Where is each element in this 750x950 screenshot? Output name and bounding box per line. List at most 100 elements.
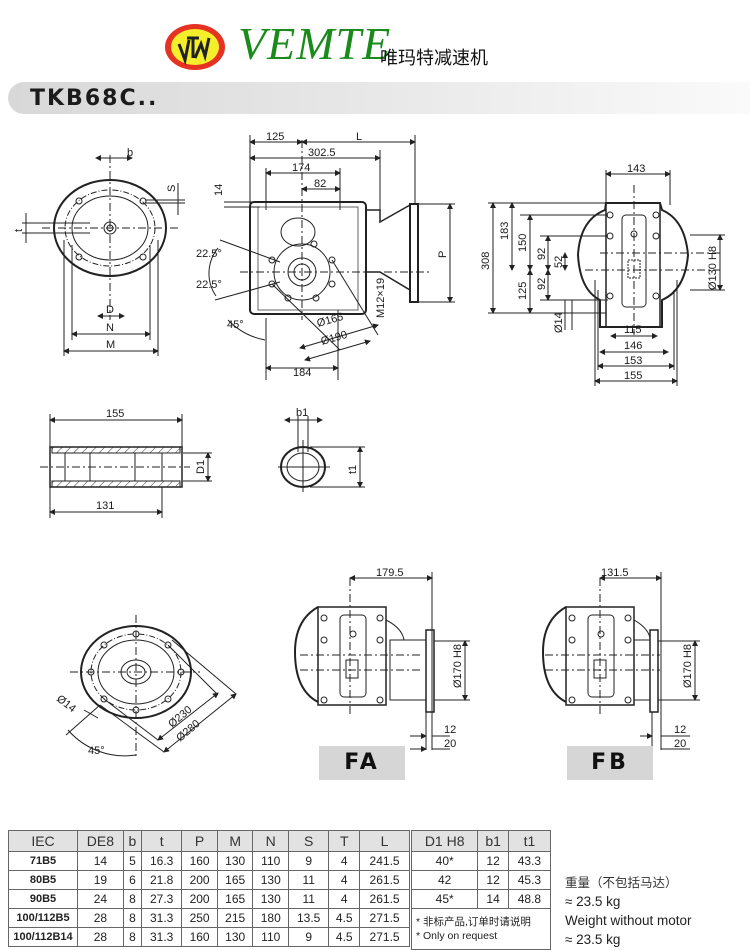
- note-en: * Only on request: [416, 930, 498, 942]
- column-header: t: [140, 830, 183, 852]
- dim-label: P: [437, 251, 449, 258]
- dim-label: 302.5: [308, 147, 336, 159]
- dim-label: 45°: [88, 745, 105, 757]
- dim-label: 12: [674, 724, 686, 736]
- table-cell: 4.5: [328, 908, 361, 928]
- technical-drawing: b S t D N M 125 L 302.5 174 82 14 22.5° …: [13, 131, 725, 758]
- table-cell: 13.5: [288, 908, 330, 928]
- dim-label: 153: [624, 355, 642, 367]
- table-cell: 100/112B5: [8, 908, 78, 928]
- dim-label: Ø130 H8: [707, 246, 719, 290]
- table-cell: 19: [77, 870, 124, 890]
- table-cell: 130: [216, 851, 254, 871]
- dim-label: D1: [195, 460, 207, 474]
- table-cell: 130: [216, 927, 254, 947]
- weight-label-cn: 重量（不包括马达）: [565, 875, 678, 890]
- column-header: N: [252, 830, 290, 852]
- column-header: M: [216, 830, 254, 852]
- table-cell: 5: [122, 851, 143, 871]
- table-cell: 4.5: [328, 927, 361, 947]
- weight-info: 重量（不包括马达） ≈ 23.5 kg Weight without motor…: [565, 873, 692, 949]
- dim-label: 115: [624, 324, 642, 336]
- dim-label: 155: [106, 408, 124, 420]
- dim-label: 92: [536, 248, 548, 260]
- dim-label: S: [166, 185, 178, 192]
- dim-label: 179.5: [376, 567, 404, 579]
- column-header: T: [328, 830, 361, 852]
- shaft-section-view: [278, 416, 365, 492]
- column-header: D1 H8: [410, 830, 479, 852]
- dim-label: 92: [536, 278, 548, 290]
- dim-label: 45°: [227, 319, 244, 331]
- table-header-row: IEC DE8 b t P M N S T L: [8, 830, 410, 852]
- column-header: S: [288, 830, 330, 852]
- dim-label: 308: [480, 252, 492, 270]
- dim-label: Ø14: [54, 693, 78, 715]
- table-cell: 12: [477, 870, 509, 890]
- vemte-logo-icon: [163, 22, 227, 72]
- table-cell: 100/112B14: [8, 927, 78, 947]
- table-cell: 4: [328, 851, 361, 871]
- table-row: 45* 14 48.8: [410, 889, 552, 909]
- dim-label: Ø14: [553, 312, 565, 333]
- table-cell: 160: [181, 851, 218, 871]
- dim-label: 131.5: [601, 567, 629, 579]
- dim-label: 82: [314, 178, 326, 190]
- table-header-row: D1 H8 b1 t1: [410, 830, 552, 852]
- table-cell: 130: [252, 870, 290, 890]
- table-cell: 90B5: [8, 889, 78, 909]
- weight-value-cn: ≈ 23.5 kg: [565, 894, 621, 909]
- table-cell: 24: [77, 889, 124, 909]
- dim-label: Ø170 H8: [682, 644, 694, 688]
- table-cell: 31.3: [140, 927, 183, 947]
- dim-label: 12: [444, 724, 456, 736]
- dim-label: 22.5°: [196, 279, 222, 291]
- table-cell: 165: [216, 889, 254, 909]
- column-header: t1: [507, 830, 552, 852]
- dim-label: t: [13, 229, 25, 232]
- table-notes: * 非标产品,订单时请说明 * Only on request: [411, 908, 551, 950]
- table-cell: 43.3: [507, 851, 552, 871]
- variant-label-fa: FA: [319, 746, 405, 780]
- shaft-dimensions-table: D1 H8 b1 t1 40* 12 43.3 42 12 45.3 45* 1…: [410, 830, 552, 950]
- dim-label: 22.5°: [196, 248, 222, 260]
- dim-label: 146: [624, 340, 642, 352]
- table-cell: 27.3: [140, 889, 183, 909]
- table-cell: 45*: [410, 889, 479, 909]
- dim-label: 155: [624, 370, 642, 382]
- table-row: 90B5 24 8 27.3 200 165 130 11 4 261.5: [8, 889, 410, 909]
- brand-name: VEMTE: [238, 18, 392, 69]
- column-header: DE8: [77, 830, 124, 852]
- table-cell: 14: [77, 851, 124, 871]
- dim-label: 125: [517, 282, 529, 300]
- dim-label: 20: [674, 738, 686, 750]
- table-cell: 261.5: [359, 870, 410, 890]
- dim-label: L: [356, 131, 362, 143]
- table-cell: 8: [122, 889, 143, 909]
- table-cell: 261.5: [359, 889, 410, 909]
- dim-label: b: [127, 147, 133, 159]
- dim-label: 174: [292, 162, 310, 174]
- table-cell: 14: [477, 889, 509, 909]
- table-cell: 4: [328, 889, 361, 909]
- dim-label: M12×19: [375, 278, 387, 318]
- hollow-shaft-view: [40, 414, 212, 518]
- table-cell: 71B5: [8, 851, 78, 871]
- weight-label-en: Weight without motor: [565, 913, 692, 928]
- dim-label: Ø190: [320, 329, 349, 348]
- dim-label: N: [106, 322, 114, 334]
- table-row: 100/112B14 28 8 31.3 160 130 110 9 4.5 2…: [8, 927, 410, 947]
- table-cell: 8: [122, 927, 143, 947]
- dim-label: M: [106, 339, 115, 351]
- table-row: 80B5 19 6 21.8 200 165 130 11 4 261.5: [8, 870, 410, 890]
- dim-label: 143: [627, 163, 645, 175]
- table-row: 42 12 45.3: [410, 870, 552, 890]
- dim-label: 183: [499, 222, 511, 240]
- table-cell: 80B5: [8, 870, 78, 890]
- table-cell: 9: [288, 851, 330, 871]
- column-header: P: [181, 830, 218, 852]
- table-cell: 16.3: [140, 851, 183, 871]
- table-cell: 271.5: [359, 908, 410, 928]
- note-cn: * 非标产品,订单时请说明: [416, 916, 531, 928]
- dim-label: 125: [266, 131, 284, 143]
